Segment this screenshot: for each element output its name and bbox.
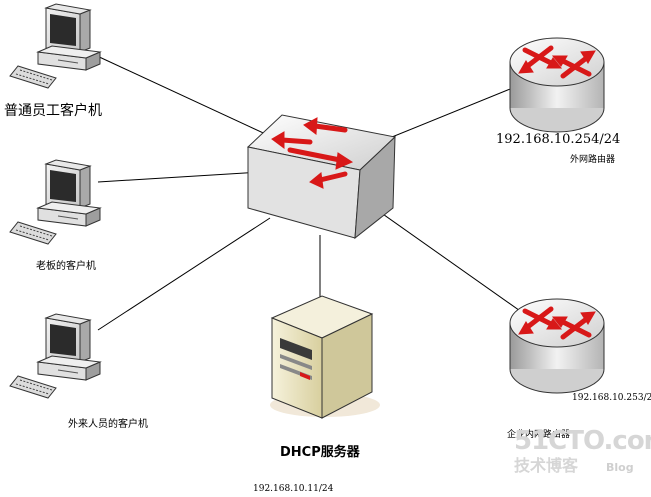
label-pc-staff: 普通员工客户机 [4,103,102,119]
label-pc-boss: 老板的客户机 [36,261,96,272]
watermark-tagline: 技术博客 [514,456,579,475]
desktop-computer-icon-staff [9,3,101,89]
tower-server-icon [270,295,380,419]
link-boss-switch [97,171,263,183]
link-switch-int-router [369,204,541,326]
router-icon-internal [510,299,604,393]
watermark-blog: Blog [606,461,634,474]
watermark-site: 51CTO.com [514,426,651,456]
label-router-ext-ip: 192.168.10.254/24 [496,132,621,147]
label-server-name: DHCP服务器 [280,445,360,460]
label-router-ext-name: 外网路由器 [570,155,616,165]
label-pc-visitor: 外来人员的客户机 [68,419,148,430]
link-visitor-switch [97,217,271,331]
switch-icon [246,114,397,240]
router-icon-external [510,38,604,132]
desktop-computer-icon-boss [9,159,101,245]
desktop-computer-icon-visitor [9,313,101,399]
label-router-int-ip: 192.168.10.253/24 [572,393,651,403]
label-router-int-name: 企业内网路由器 [507,430,571,440]
label-server-ip: 192.168.10.11/24 [253,484,334,494]
